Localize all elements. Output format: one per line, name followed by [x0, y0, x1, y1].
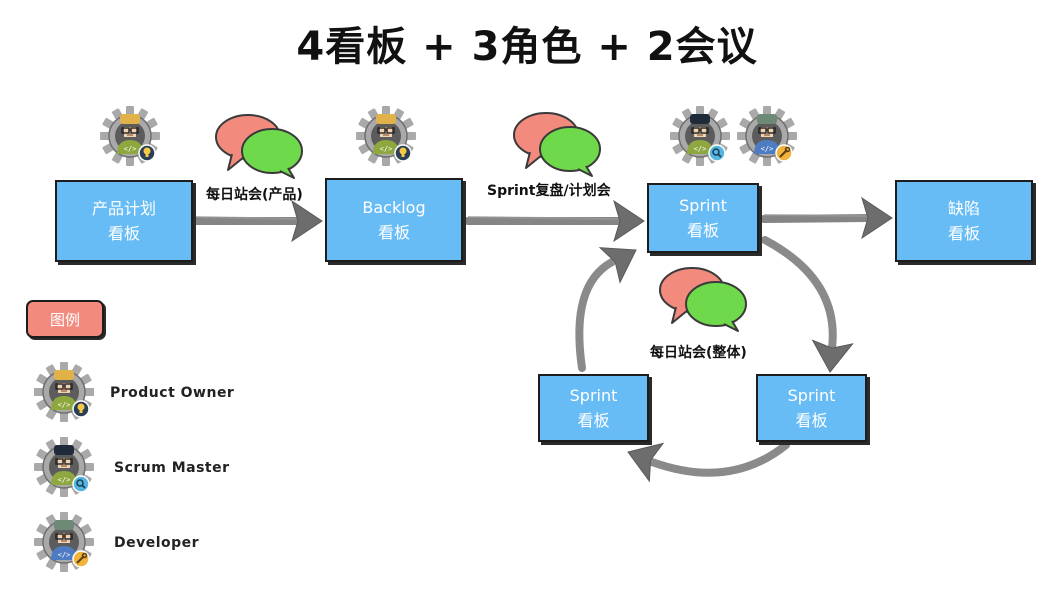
- cycle-arrow-right: [761, 236, 854, 375]
- legend-product-owner-avatar: [34, 362, 94, 422]
- meeting-bubble-icon: [513, 112, 601, 177]
- legend-title-button[interactable]: 图例: [26, 300, 104, 338]
- board-product-plan[interactable]: 产品计划 看板: [55, 180, 193, 262]
- cycle-arrow-bottom: [620, 432, 790, 482]
- board-label: Sprint: [569, 386, 618, 405]
- board-sprint-right[interactable]: Sprint 看板: [756, 374, 867, 442]
- board-label: 缺陷: [947, 199, 980, 218]
- arrow-product-to-backlog: [192, 200, 323, 242]
- board-sprint-left[interactable]: Sprint 看板: [538, 374, 649, 442]
- board-label: 看板: [947, 224, 980, 243]
- meeting-bubble-icon: [659, 267, 747, 332]
- board-label: Backlog: [362, 198, 426, 217]
- board-defect[interactable]: 缺陷 看板: [895, 180, 1033, 262]
- arrow-sprint-to-defect: [760, 197, 893, 239]
- scrum-master-avatar: [670, 106, 730, 166]
- product-owner-avatar: [100, 106, 160, 166]
- board-label: 看板: [686, 221, 719, 240]
- cycle-arrow-left: [575, 232, 647, 372]
- board-sprint-main[interactable]: Sprint 看板: [647, 183, 759, 253]
- arrow-backlog-to-sprint: [464, 200, 645, 242]
- board-label: Sprint: [787, 386, 836, 405]
- meeting-label-daily-product: 每日站会(产品): [206, 187, 303, 203]
- legend-label-scrum-master: Scrum Master: [114, 460, 230, 476]
- board-label: 看板: [795, 411, 828, 430]
- product-owner-avatar: [356, 106, 416, 166]
- meeting-label-sprint-review: Sprint复盘/计划会: [487, 183, 611, 199]
- meeting-label-daily-team: 每日站会(整体): [650, 345, 747, 361]
- legend-label-product-owner: Product Owner: [110, 385, 235, 401]
- developer-avatar: [737, 106, 797, 166]
- page-title: 4看板 + 3角色 + 2会议: [296, 24, 758, 70]
- board-label: 产品计划: [91, 199, 156, 218]
- meeting-bubble-icon: [215, 114, 303, 179]
- legend-developer-avatar: [34, 512, 94, 572]
- board-label: 看板: [577, 411, 610, 430]
- board-label: 看板: [107, 224, 140, 243]
- board-backlog[interactable]: Backlog 看板: [325, 178, 463, 262]
- legend-label-developer: Developer: [114, 535, 200, 551]
- legend-scrum-master-avatar: [34, 437, 94, 497]
- board-label: 看板: [377, 223, 410, 242]
- board-label: Sprint: [679, 196, 727, 215]
